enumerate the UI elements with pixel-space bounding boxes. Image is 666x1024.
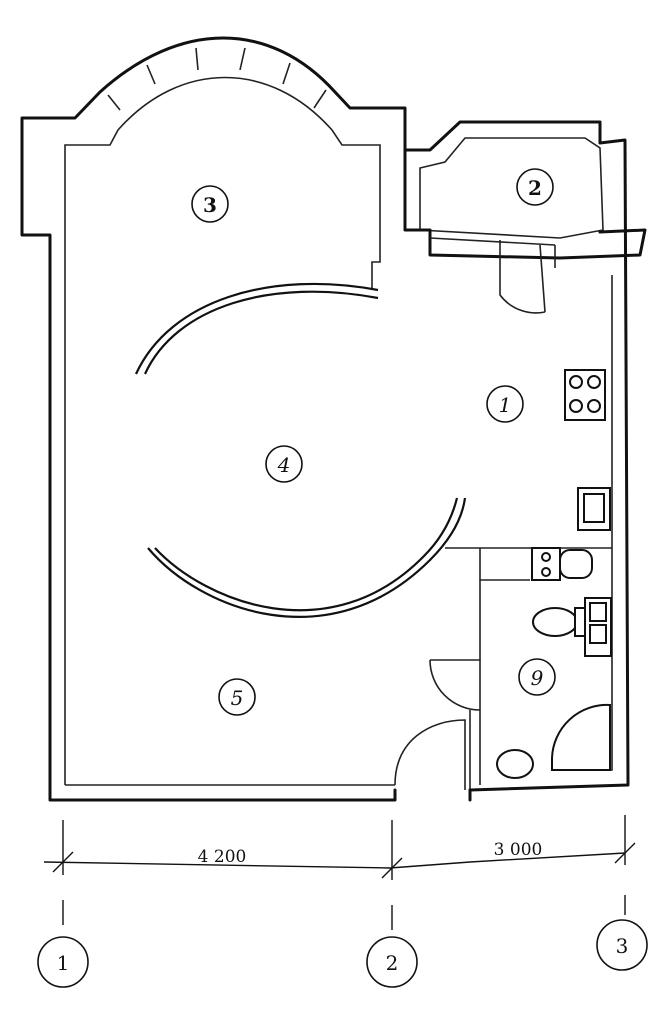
- room-label-5: 5: [231, 686, 244, 710]
- room-marker-9: [518, 658, 556, 696]
- dimension-3000: 3 000: [494, 840, 543, 860]
- axis-marker-3: [596, 919, 648, 971]
- dimension-4200: 4 200: [198, 847, 247, 867]
- room-marker-2: [516, 168, 554, 206]
- room-label-3: 3: [203, 193, 217, 217]
- room-marker-4: [265, 445, 303, 483]
- axis-marker-2: [366, 936, 418, 988]
- axis-label-1: 1: [57, 951, 70, 975]
- doors: [394, 240, 546, 790]
- room-label-4: 4: [277, 453, 291, 477]
- room-marker-5: [218, 678, 256, 716]
- curved-partitions: [135, 282, 467, 618]
- room-label-9: 9: [531, 666, 544, 690]
- fixtures: [496, 369, 612, 779]
- axis-markers: 1 2 3: [37, 919, 648, 988]
- outer-walls: [20, 36, 647, 802]
- axis-label-2: 2: [386, 951, 399, 975]
- room-label-1: 1: [499, 393, 512, 417]
- dimension-line: 4 200 3 000: [43, 815, 636, 930]
- axis-label-3: 3: [616, 934, 629, 958]
- room-label-2: 2: [528, 176, 542, 200]
- room-marker-3: [191, 185, 229, 223]
- axis-marker-1: [37, 936, 89, 988]
- room-labels: 3 2 1 4 5 9: [191, 168, 556, 716]
- room-marker-1: [486, 385, 524, 423]
